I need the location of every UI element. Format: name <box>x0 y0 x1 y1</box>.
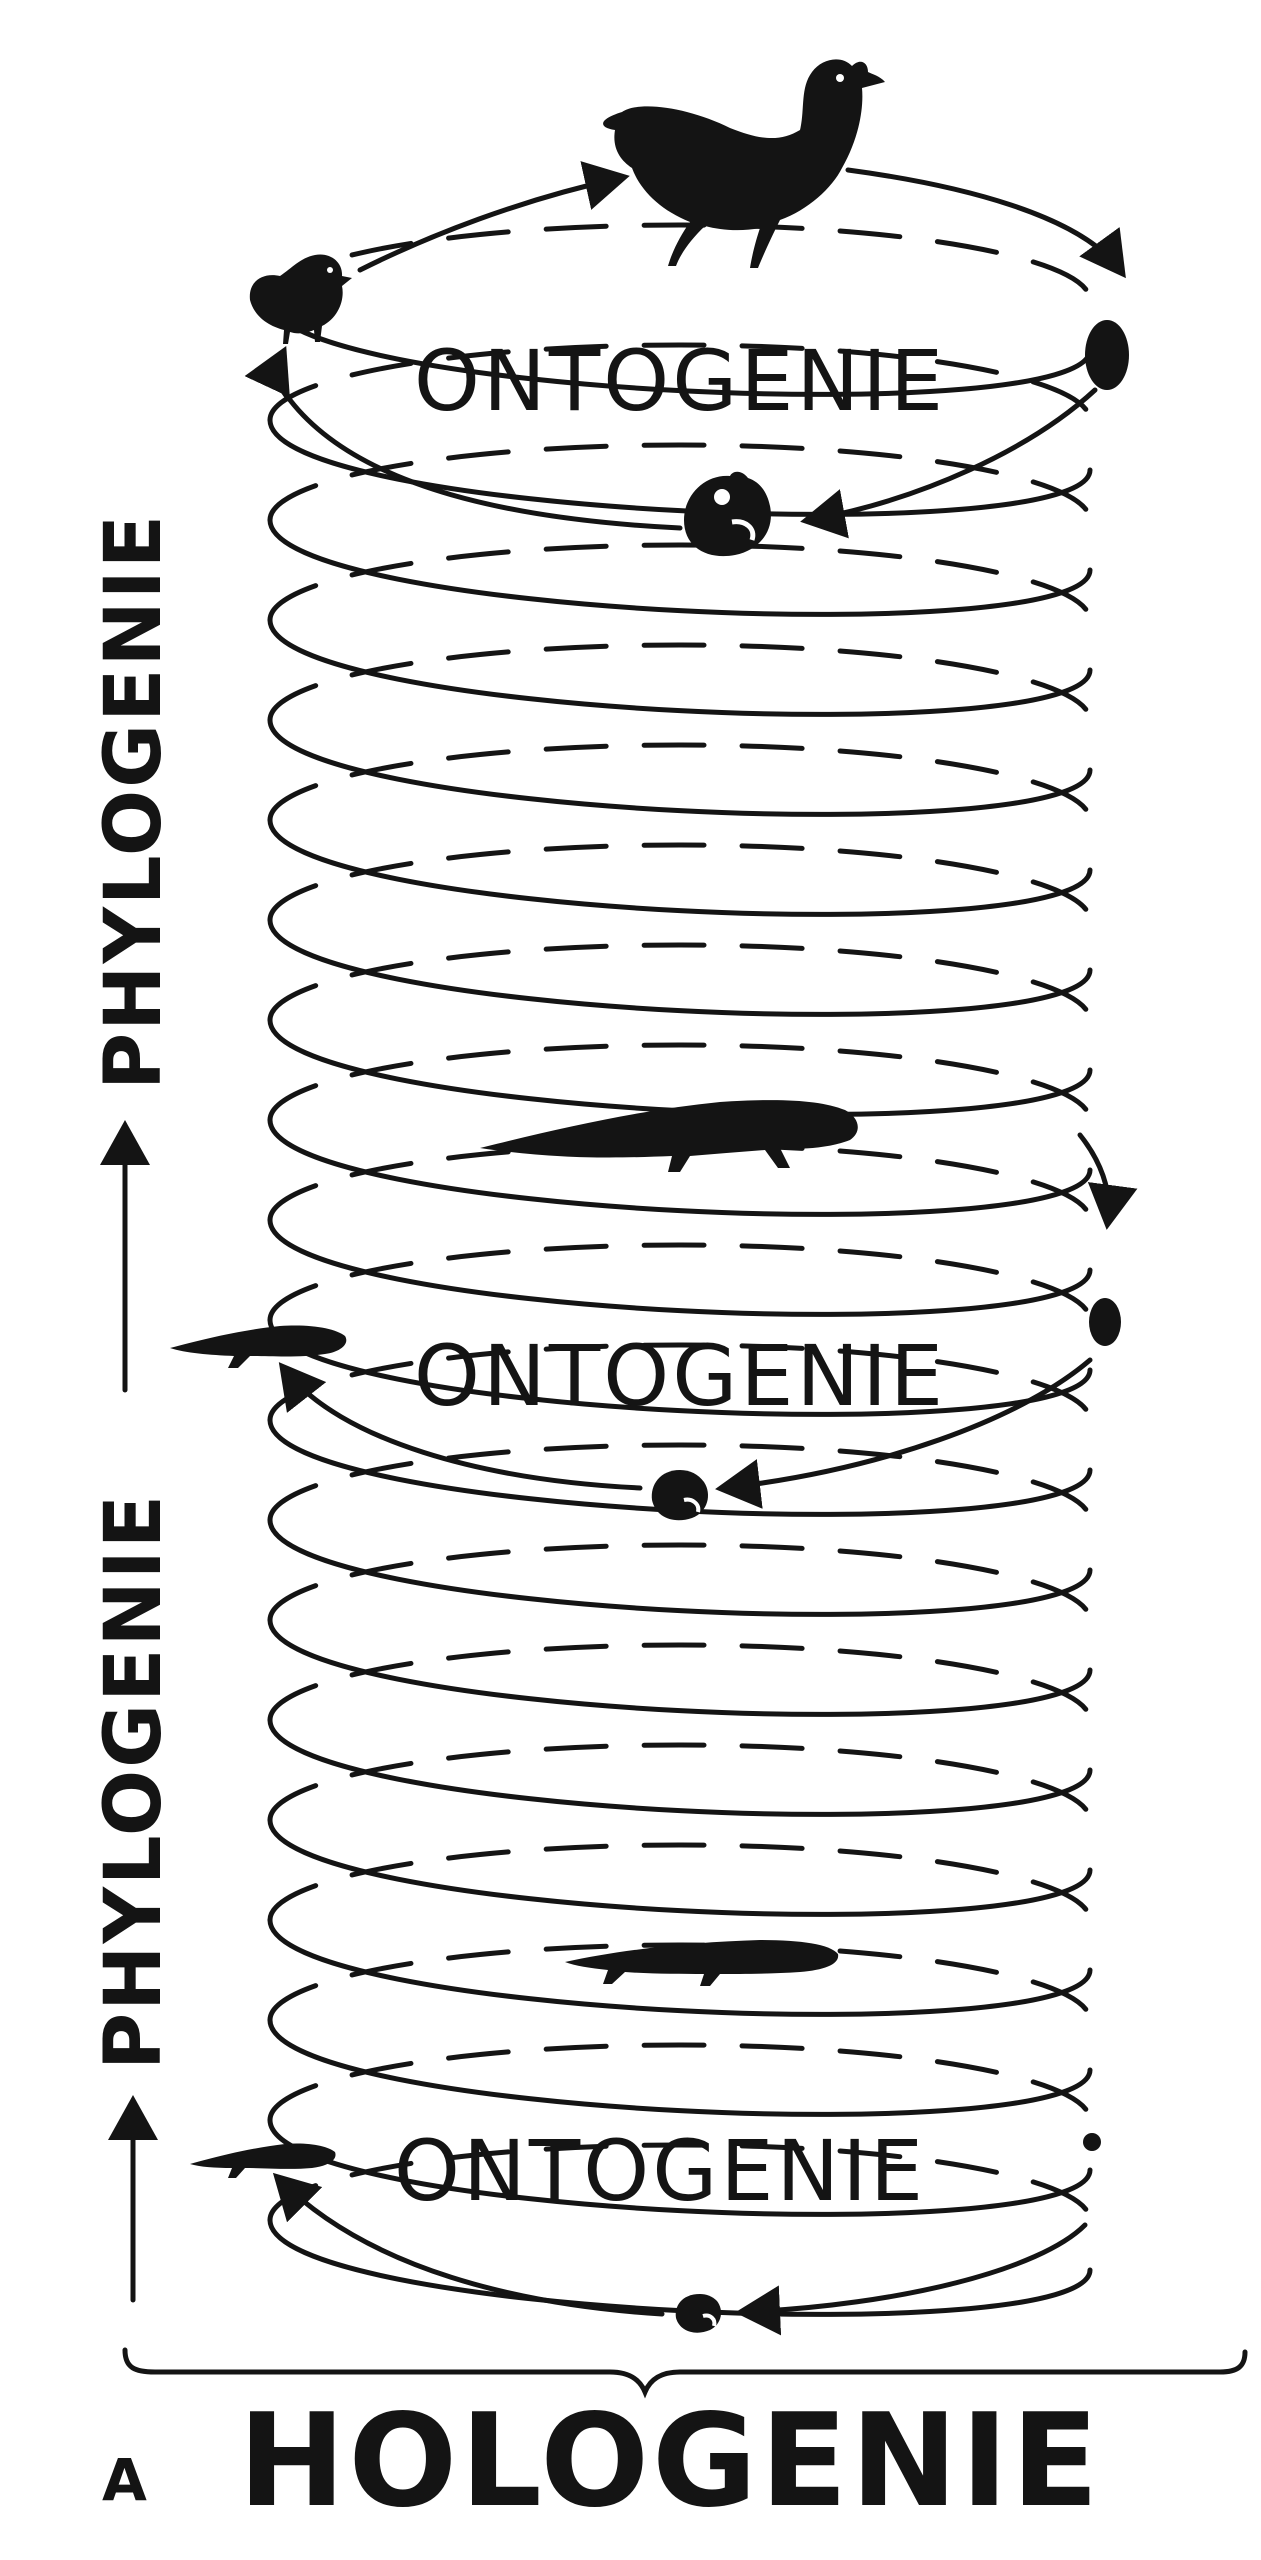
coil-back <box>267 2042 1093 2123</box>
cycle-arrow <box>735 2222 1088 2336</box>
coil-back <box>267 742 1093 823</box>
cycle-arrow <box>278 1362 643 1491</box>
hologenie-brace <box>122 2347 1248 2399</box>
cycle-arrow <box>1077 1132 1138 1230</box>
phylogenie-label-upper: PHYLOGENIE <box>89 513 179 1090</box>
phylogeny-axis-upper: PHYLOGENIE <box>89 513 179 1393</box>
coil-front <box>267 917 1093 1017</box>
coil-front <box>267 1817 1093 1917</box>
cycle-arrow <box>357 161 630 273</box>
coil-back <box>267 1742 1093 1823</box>
coil-back <box>267 1842 1093 1923</box>
coil-front <box>267 1217 1093 1317</box>
hen-icon <box>603 59 885 269</box>
coil-back <box>267 1642 1093 1723</box>
coil-front <box>267 1117 1093 1217</box>
coil-front <box>267 717 1093 817</box>
coil-back <box>267 1542 1093 1623</box>
coil-back <box>267 842 1093 923</box>
coil-front <box>267 517 1093 617</box>
coil-back <box>267 1242 1093 1323</box>
cycle-arrow <box>272 2172 665 2317</box>
coil-back <box>267 1042 1093 1123</box>
egg-icon <box>1089 1298 1121 1346</box>
coil-front <box>267 1917 1093 2017</box>
coil-back <box>267 442 1093 523</box>
egg-icon <box>1083 2133 1101 2151</box>
hologenie-label: HOLOGENIE <box>238 2387 1101 2536</box>
coil-front <box>267 1517 1093 1617</box>
phylogeny-axis-lower: PHYLOGENIE <box>89 1493 179 2303</box>
coil-back <box>267 1342 1093 1423</box>
embryo-icon <box>684 471 771 557</box>
adult-salamander-icon <box>565 1940 839 1986</box>
ontogenie-label-bottom: ONTOGENIE <box>394 2122 926 2220</box>
coil-back <box>267 542 1093 623</box>
cycle-arrow <box>715 1357 1093 1509</box>
ontogenie-label-middle: ONTOGENIE <box>414 1327 946 1425</box>
coil-back <box>267 942 1093 1023</box>
larva-icon <box>190 2143 336 2178</box>
coil-front <box>267 1317 1093 1417</box>
coil-front <box>267 817 1093 917</box>
coil-front <box>267 617 1093 717</box>
coil-front <box>267 2217 1093 2317</box>
cycle-arrow <box>845 167 1126 279</box>
ontogenie-label-top: ONTOGENIE <box>414 332 946 430</box>
coil-front <box>267 1717 1093 1817</box>
egg-icon <box>1085 320 1129 390</box>
ontogeny-cycle-middle: ONTOGENIE <box>170 1100 1138 1521</box>
coil-back <box>267 642 1093 723</box>
cycle-arrow <box>800 387 1098 539</box>
coil-back <box>267 2142 1093 2223</box>
coil-back <box>267 222 1093 303</box>
embryo-icon <box>675 2294 722 2333</box>
cycle-arrow <box>244 345 683 531</box>
embryo-icon <box>651 1470 708 1521</box>
coil-front <box>267 1617 1093 1717</box>
panel-label: A <box>102 2446 147 2514</box>
chick-icon <box>249 254 352 344</box>
coil-back <box>267 1442 1093 1523</box>
ontogeny-cycle-top: ONTOGENIE <box>244 59 1129 557</box>
coil-front <box>267 2017 1093 2117</box>
phylogenie-label-lower: PHYLOGENIE <box>89 1493 179 2070</box>
larva-icon <box>170 1325 347 1368</box>
ontogeny-cycle-bottom: ONTOGENIE <box>190 1940 1101 2336</box>
coil-back <box>267 342 1093 423</box>
helix-coils <box>267 222 1093 2317</box>
coil-front <box>267 417 1093 517</box>
adult-salamander-icon <box>480 1100 858 1172</box>
